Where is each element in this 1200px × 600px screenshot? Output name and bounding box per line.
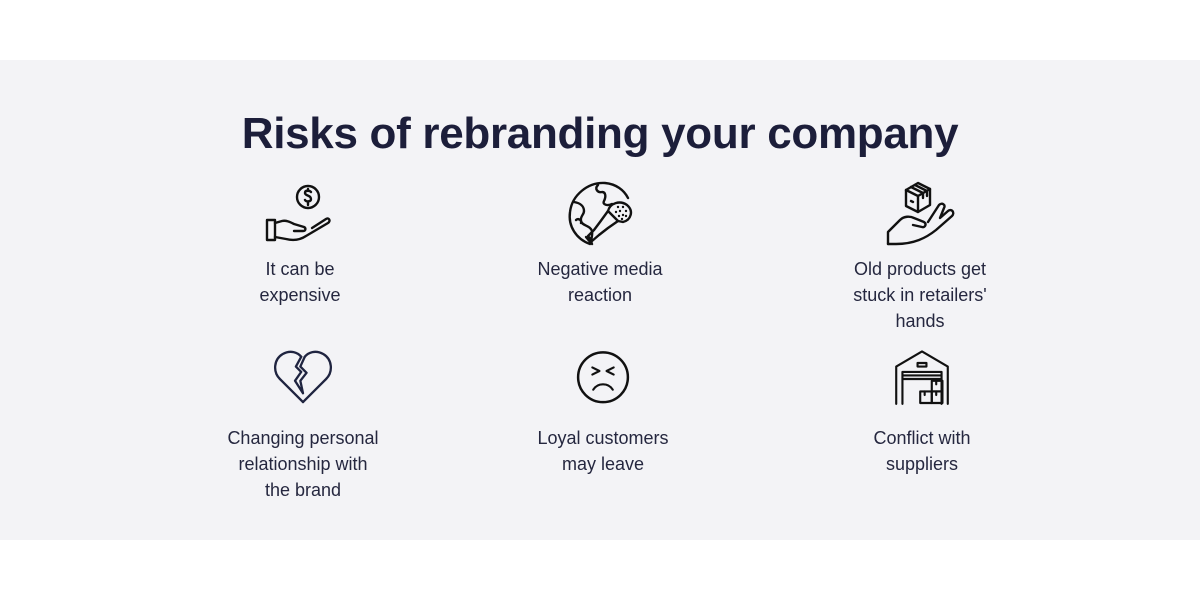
- broken-heart-icon: [274, 350, 332, 404]
- risk-item-suppliers: Conflict with suppliers: [812, 347, 1032, 477]
- warehouse-icon: [895, 350, 949, 405]
- risk-label: Conflict with suppliers: [873, 428, 971, 474]
- risk-item-relationship: Changing personal relationship with the …: [193, 347, 413, 503]
- risk-label: Changing personal relationship with the …: [227, 428, 379, 500]
- risks-panel: [0, 60, 1200, 540]
- risk-label: It can be expensive: [259, 259, 341, 305]
- page-title: Risks of rebranding your company: [241, 109, 959, 158]
- risk-item-media: Negative media reaction: [490, 178, 710, 308]
- upset-face-icon: [576, 351, 630, 404]
- risk-label: Old products get stuck in retailers' han…: [853, 259, 987, 331]
- risk-label: Loyal customers may leave: [537, 428, 669, 474]
- globe-microphone-icon: [568, 181, 633, 246]
- risk-item-expensive: It can be expensive: [190, 178, 410, 308]
- risk-label: Negative media reaction: [537, 259, 663, 305]
- hand-box-icon: [886, 181, 955, 246]
- risk-item-retailers: Old products get stuck in retailers' han…: [810, 178, 1030, 334]
- risk-item-customers: Loyal customers may leave: [493, 347, 713, 477]
- hand-money-icon: [265, 184, 331, 242]
